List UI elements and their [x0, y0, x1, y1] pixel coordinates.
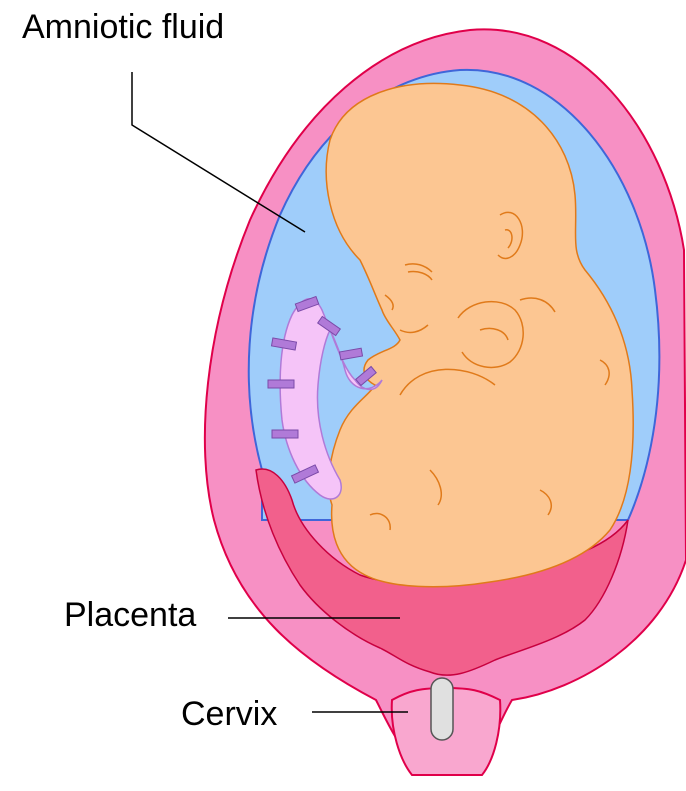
- cervix-label: Cervix: [181, 697, 277, 731]
- amniotic-fluid-label: Amniotic fluid: [22, 10, 224, 44]
- cervix-plug: [431, 678, 453, 740]
- placenta-label: Placenta: [64, 598, 196, 632]
